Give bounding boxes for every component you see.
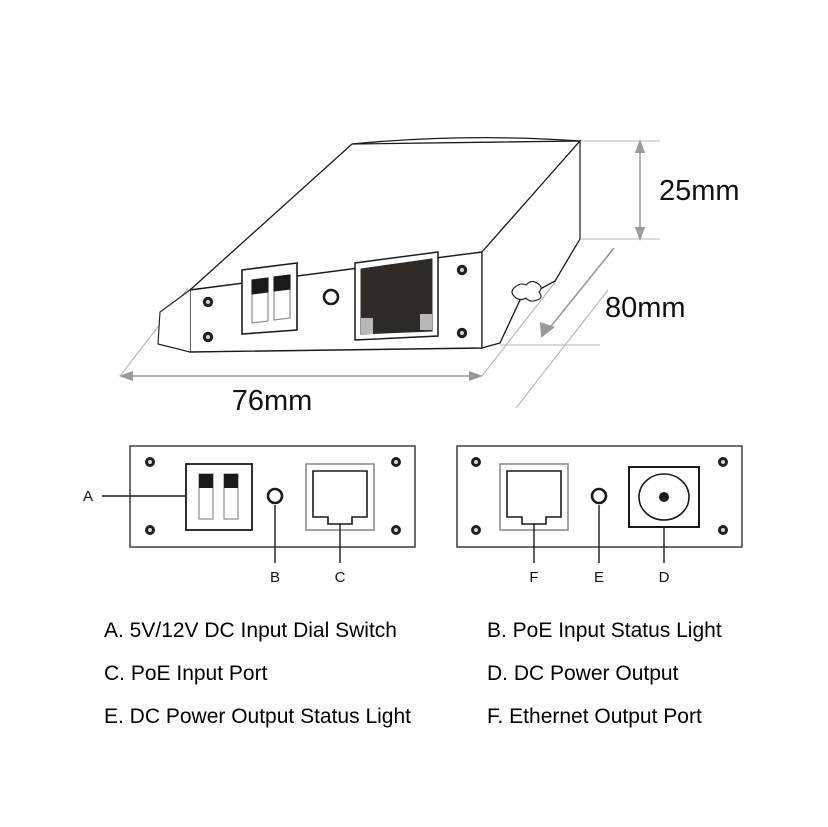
callout-E: E [594, 505, 604, 586]
dc-power-output-jack [628, 466, 700, 528]
callout-F: F [529, 524, 539, 586]
callout-B: B [270, 505, 280, 586]
dimension-label-25mm: 25mm [659, 175, 740, 207]
screw-slot [394, 460, 398, 464]
legend-item-b: B. PoE Input Status Light [487, 619, 722, 642]
legend: A. 5V/12V DC Input Dial Switch B. PoE In… [104, 619, 722, 728]
front-panel-dip-switch [185, 463, 253, 531]
front-face-screws [202, 264, 468, 343]
rear-panel-screws [471, 457, 728, 535]
front-panel-view: A B C [83, 445, 416, 586]
callout-label-A: A [83, 488, 93, 505]
dc-jack-center-pin [659, 492, 669, 502]
dim-arrow-sw-80mm [540, 322, 555, 338]
callout-label-C: C [335, 569, 346, 586]
legend-item-e: E. DC Power Output Status Light [104, 705, 411, 728]
dip-switch-actuator-2[interactable] [224, 474, 238, 488]
enclosure-base-flange-right [481, 299, 521, 349]
legend-item-d: D. DC Power Output [487, 662, 679, 685]
dimension-width-76mm: 76mm [119, 371, 483, 417]
dip-switch-actuator-2[interactable] [273, 274, 291, 292]
legend-item-c: C. PoE Input Port [104, 662, 268, 685]
screw-slot [205, 334, 211, 340]
screw-slot [721, 460, 725, 464]
dimension-depth-80mm: 80mm [540, 247, 686, 338]
iso-rj45-port [354, 251, 439, 341]
callout-A: A [83, 488, 186, 505]
guide-depth-diag [515, 289, 609, 409]
rear-panel-view: F E D [456, 445, 743, 586]
ethernet-output-port [499, 463, 569, 531]
rj45-cavity [360, 258, 433, 335]
enclosure-left-bevel-edge [157, 343, 191, 353]
isometric-view: 25mm 80mm 76mm [119, 136, 740, 417]
dim-line-80mm [547, 247, 615, 331]
legend-item-f: F. Ethernet Output Port [487, 705, 702, 728]
iso-status-led-icon [322, 288, 340, 306]
iso-dip-switch [241, 262, 298, 335]
screw-slot [148, 528, 152, 532]
dimension-label-80mm: 80mm [605, 292, 686, 324]
legend-item-a: A. 5V/12V DC Input Dial Switch [104, 619, 397, 642]
rj45-opening [506, 470, 562, 525]
wall-mount-keyhole-icon [511, 280, 542, 302]
poe-input-status-led-icon [266, 487, 284, 505]
callout-label-D: D [659, 569, 670, 586]
rj45-tab-right [420, 314, 432, 330]
enclosure-top-back-edge [351, 136, 581, 145]
dimension-label-76mm: 76mm [232, 385, 313, 417]
screw-slot [148, 460, 152, 464]
dip-switch-actuator-1[interactable] [251, 277, 269, 295]
screw-slot [205, 299, 211, 305]
guide-right-diag [481, 280, 557, 377]
rj45-tab-left [361, 318, 373, 334]
callout-C: C [335, 524, 346, 586]
dim-arrow-down-25mm [635, 227, 645, 241]
dimension-height-25mm: 25mm [635, 139, 740, 241]
screw-slot [459, 330, 465, 336]
screw-slot [474, 460, 478, 464]
screw-slot [459, 267, 465, 273]
dim-arrow-up-25mm [635, 139, 645, 153]
dim-arrow-right-76mm [469, 371, 483, 381]
dip-switch-housing [185, 463, 253, 531]
callout-label-E: E [594, 569, 604, 586]
dip-switch-actuator-1[interactable] [199, 474, 213, 488]
rj45-opening [312, 470, 368, 525]
callout-label-B: B [270, 569, 280, 586]
front-panel-screws [145, 457, 401, 535]
dim-arrow-left-76mm [119, 371, 133, 381]
callout-label-F: F [529, 569, 538, 586]
poe-input-port [305, 463, 375, 531]
screw-slot [721, 528, 725, 532]
callout-D: D [659, 527, 670, 586]
dc-output-status-led-icon [590, 487, 608, 505]
screw-slot [474, 528, 478, 532]
screw-slot [394, 528, 398, 532]
